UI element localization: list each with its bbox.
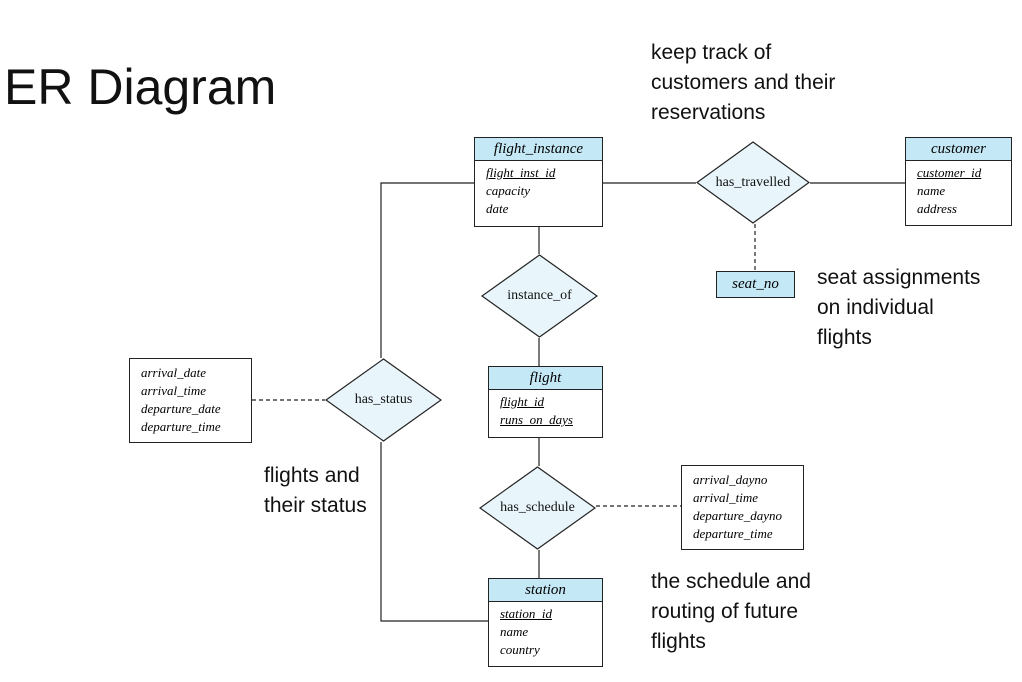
line-status-station [380, 442, 488, 622]
note-line: customers and their [651, 71, 836, 94]
diamond-shape [325, 358, 442, 442]
attribute: departure_date [141, 401, 221, 416]
diamond-shape [479, 466, 596, 550]
entity-name: flight_instance [475, 138, 602, 161]
attribute: name [917, 183, 946, 198]
note-schedule: the schedule and routing of future fligh… [651, 567, 811, 657]
attribute: address [917, 201, 957, 216]
entity-station: station station_id name country [488, 578, 603, 667]
relationship-label: has_schedule [500, 500, 575, 515]
diamond-shape [696, 141, 810, 224]
attribute: departure_time [141, 419, 221, 434]
attribute: name [500, 624, 529, 639]
primary-key-attribute: station_id [500, 606, 553, 621]
note-line: the schedule and [651, 570, 811, 593]
relationship-label: has_travelled [715, 174, 791, 190]
attribute: date [486, 201, 509, 216]
page-title: ER Diagram [4, 59, 277, 115]
note-seats: seat assignments on individual flights [817, 263, 980, 353]
primary-key-attribute: flight_inst_id [486, 165, 556, 180]
entity-name: flight [489, 367, 602, 390]
note-customers: keep track of customers and their reserv… [651, 38, 835, 128]
entity-name: customer [906, 138, 1011, 161]
note-line: reservations [651, 101, 766, 124]
attribute: departure_time [693, 526, 773, 541]
entity-attributes: flight_inst_id capacity date [475, 161, 602, 218]
note-line: keep track of [651, 41, 772, 64]
attribute: arrival_time [141, 383, 206, 398]
attribute: arrival_date [141, 365, 206, 380]
note-status: flights and their status [264, 461, 367, 521]
relationship-has-status: has_status [325, 358, 442, 442]
attribute-seat-no: seat_no [716, 271, 795, 298]
attribute: capacity [486, 183, 531, 198]
entity-name: station [489, 579, 602, 602]
note-line: flights [651, 630, 706, 653]
relationship-label: has_status [354, 392, 413, 407]
diamond-shape [481, 254, 598, 338]
primary-key-attribute: flight_id [500, 394, 545, 409]
entity-attributes: station_id name country [489, 602, 602, 659]
line-status-instance [380, 182, 474, 358]
attribute-box-has-schedule: arrival_dayno arrival_time departure_day… [681, 465, 804, 550]
entity-customer: customer customer_id name address [905, 137, 1012, 226]
note-line: seat assignments [817, 266, 981, 289]
entity-attributes: flight_id runs_on_days [489, 390, 602, 429]
primary-key-attribute: customer_id [917, 165, 982, 180]
entity-flight-instance: flight_instance flight_inst_id capacity … [474, 137, 603, 227]
relationship-has-schedule: has_schedule [479, 466, 596, 550]
note-line: flights [817, 326, 872, 349]
relationship-instance-of: instance_of [481, 254, 598, 338]
attribute: departure_dayno [693, 508, 783, 523]
entity-flight: flight flight_id runs_on_days [488, 366, 603, 438]
attribute-box-has-status: arrival_date arrival_time departure_date… [129, 358, 252, 443]
relationship-has-travelled: has_travelled [696, 141, 810, 224]
relationship-label: instance_of [507, 288, 572, 303]
entity-attributes: customer_id name address [906, 161, 1011, 218]
note-line: flights and [264, 464, 360, 487]
note-line: routing of future [651, 600, 799, 623]
note-line: on individual [817, 296, 934, 319]
note-line: their status [264, 494, 367, 517]
attribute: country [500, 642, 540, 657]
attribute: arrival_dayno [693, 472, 768, 487]
primary-key-attribute: runs_on_days [500, 412, 573, 427]
attribute: arrival_time [693, 490, 758, 505]
